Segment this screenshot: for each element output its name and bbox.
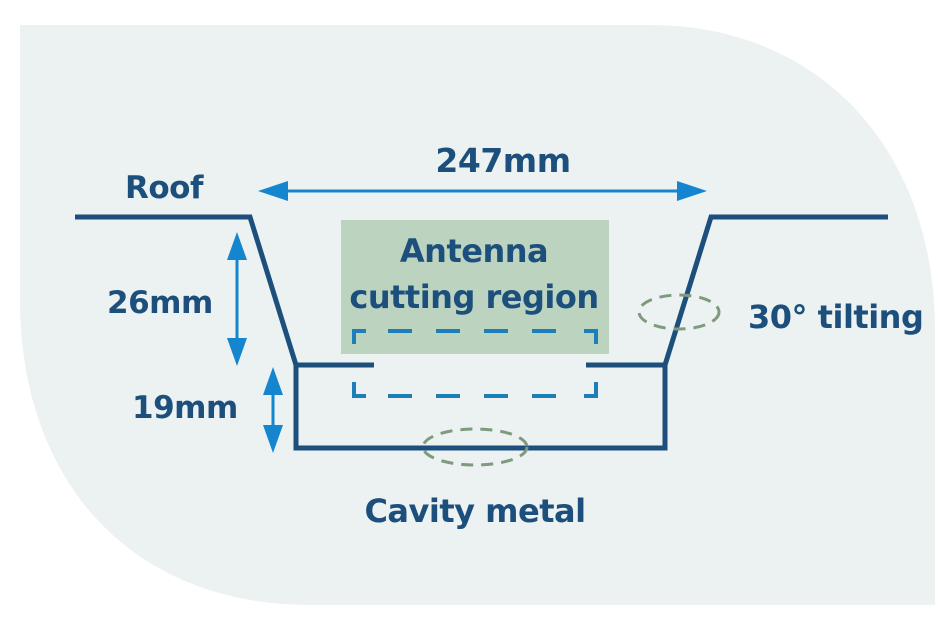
tilt-highlight-ellipse	[637, 293, 721, 331]
roof-label: Roof	[125, 170, 204, 206]
width-dimension-arrow	[258, 181, 707, 201]
width-label: 247mm	[435, 141, 570, 180]
antenna-cutting-region-box	[341, 220, 609, 354]
roof-cavity-outline	[75, 214, 888, 451]
depth-upper-label: 26mm	[107, 285, 213, 321]
antenna-label-line1: Antenna	[400, 232, 548, 270]
cavity-metal-label: Cavity metal	[364, 492, 585, 530]
depth-lower-label: 19mm	[132, 390, 238, 426]
antenna-dashed-outline	[352, 329, 598, 398]
tilt-label: 30° tilting	[748, 298, 923, 336]
antenna-label-line2: cutting region	[349, 278, 598, 316]
depth-lower-dimension-arrow	[263, 367, 283, 453]
depth-upper-dimension-arrow	[227, 232, 247, 366]
cavity-metal-highlight-ellipse	[421, 427, 529, 467]
